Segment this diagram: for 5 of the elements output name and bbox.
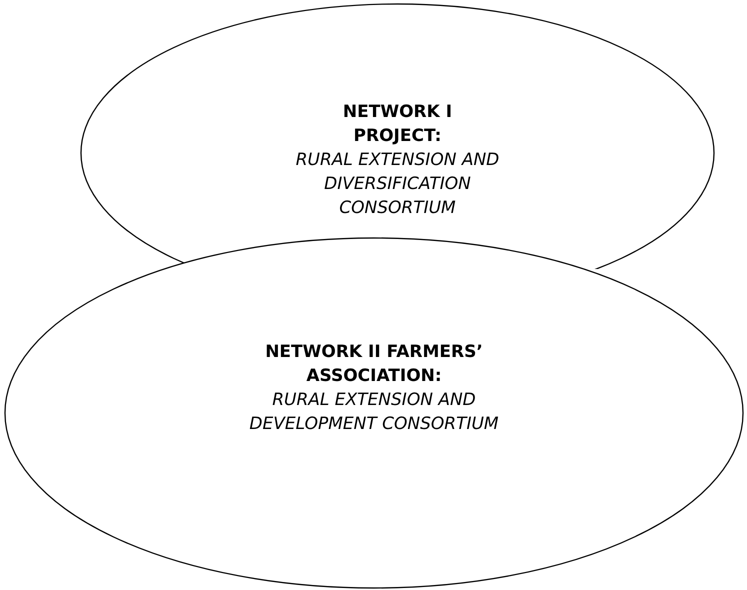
network-ellipse (4, 237, 744, 589)
network-heading: NETWORK II FARMERS’ ASSOCIATION: (264, 341, 484, 388)
consortium-name: RURAL EXTENSION AND DEVELOPMENT CONSORTIUM (248, 389, 500, 436)
network-heading: NETWORK I PROJECT: (342, 101, 454, 148)
consortium-name: RURAL EXTENSION AND DIVERSIFICATION CONSORTIUM (294, 149, 500, 220)
